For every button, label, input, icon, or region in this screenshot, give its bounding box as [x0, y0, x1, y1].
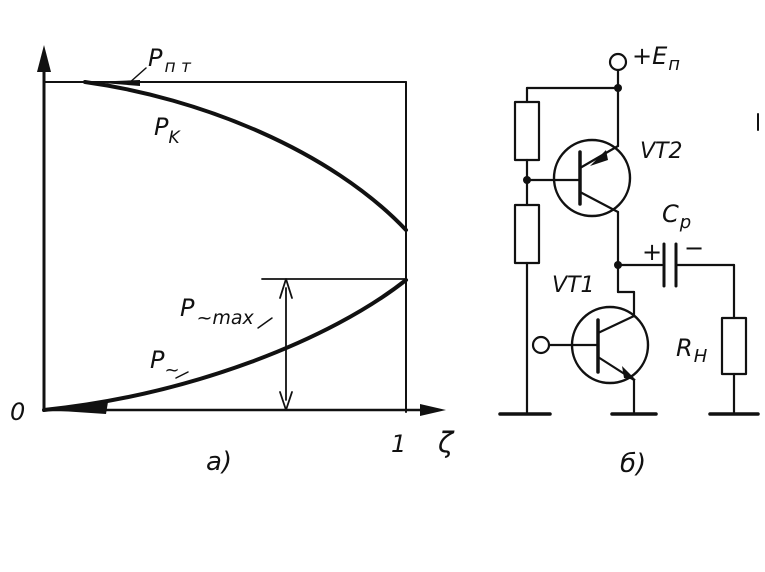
collector-power-curve: [83, 80, 408, 232]
vt2-transistor: [552, 138, 632, 218]
vt1-label: VT1: [552, 273, 595, 298]
p-max-arrow-down: [279, 391, 293, 411]
origin-label: 0: [10, 398, 25, 426]
p-max-arrow-up: [279, 278, 293, 299]
vt1-emitter-arrow: [622, 366, 636, 380]
p-ac-label: P~: [150, 346, 180, 381]
p-ac-leader: [175, 371, 189, 379]
bias-resistor-bottom: [513, 203, 541, 265]
load-label: RH: [676, 334, 708, 367]
p-max-label: P~max: [180, 294, 255, 329]
vt2-label: VT2: [640, 139, 683, 164]
amplifier-circuit: +Eп VT2 Cp + −: [498, 42, 760, 479]
y-axis-arrow: [37, 45, 51, 72]
ac-power-curve: [42, 278, 408, 412]
circuit-caption: б): [620, 449, 646, 479]
cap-minus-sign: −: [684, 234, 704, 262]
p-pt-leader: [127, 67, 147, 85]
vt1-collector: [596, 314, 636, 335]
vt2-emitter-arrow: [590, 150, 608, 166]
graph-caption: а): [206, 447, 232, 477]
p-k-label: PK: [154, 113, 181, 148]
supply-terminal: [608, 52, 628, 72]
load-resistor: [720, 316, 748, 376]
x-axis-label: ζ: [437, 426, 455, 459]
bias-resistor-top: [513, 100, 541, 162]
tick-one-label: 1: [391, 430, 406, 458]
bottom-wedge-mark: [46, 402, 108, 414]
input-terminal: [531, 335, 551, 355]
cap-label: Cp: [662, 200, 691, 233]
x-axis-arrow: [420, 404, 446, 416]
vt2-collector: [578, 190, 620, 214]
supply-label: +Eп: [632, 42, 680, 75]
p-max-leader: [257, 317, 273, 329]
cap-plus-sign: +: [642, 238, 662, 266]
